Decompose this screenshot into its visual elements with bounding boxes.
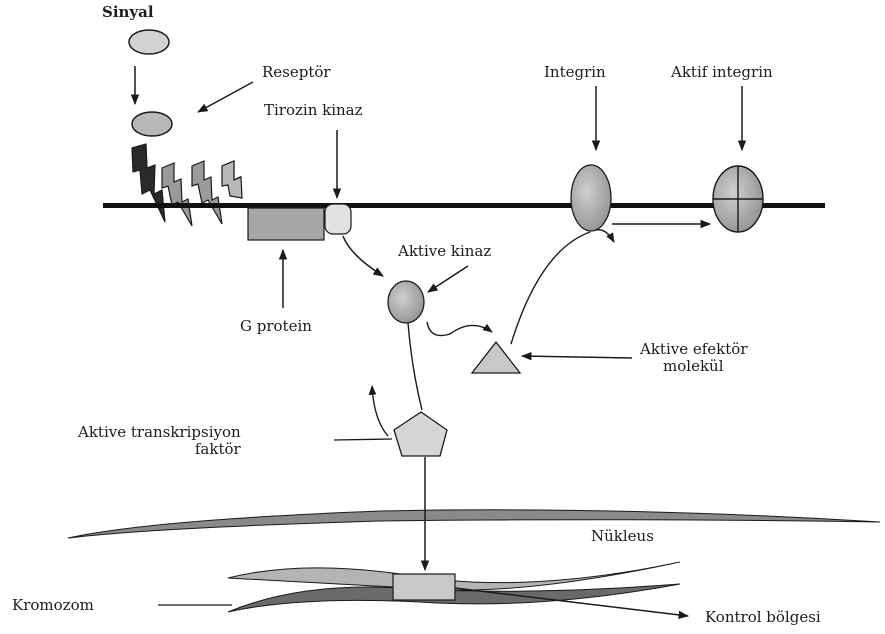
active-kinase-pointer: [428, 266, 468, 292]
g-protein-label: G protein: [240, 318, 312, 335]
tf-activation-arrow: [372, 386, 388, 436]
signal-molecule: [129, 30, 169, 54]
signal-label: Sinyal: [102, 4, 154, 21]
g-protein: [248, 208, 324, 240]
receptor-label: Reseptör: [262, 64, 331, 81]
active-kinase: [388, 281, 424, 323]
active-effector-label-line1: Aktive efektör: [640, 341, 748, 358]
active-integrin: [713, 166, 763, 232]
tyrosine-kinase: [325, 204, 351, 234]
active-effector-molecule: [472, 342, 520, 373]
kinase-to-tf-line: [408, 323, 422, 410]
effector-pointer: [522, 356, 632, 358]
receptor-pointer: [198, 82, 253, 112]
integrin-curl-arrow: [596, 230, 614, 242]
nuclear-envelope: [68, 510, 880, 538]
effector-to-integrin-arrow: [511, 232, 590, 344]
receptor-proteins: [132, 144, 242, 226]
control-region-box: [393, 574, 455, 600]
integrin-label: Integrin: [544, 64, 606, 81]
kinase-to-effector-arrow: [427, 322, 492, 336]
active-tf-label-line1: Aktive transkripsiyon: [78, 424, 241, 441]
tf-label-pointer: [334, 439, 392, 440]
tyrosine-kinase-label: Tirozin kinaz: [264, 102, 363, 119]
chromosome-label: Kromozom: [12, 597, 94, 614]
active-kinase-label: Aktive kinaz: [398, 243, 491, 260]
active-effector-label: Aktive efektör molekül: [640, 341, 748, 374]
kinase-activation-arrow: [343, 236, 383, 276]
active-effector-label-line2: molekül: [640, 358, 748, 375]
integrin: [571, 165, 611, 231]
nucleus-label: Nükleus: [591, 528, 654, 545]
active-integrin-label: Aktif integrin: [671, 64, 773, 81]
active-transcription-factor: [394, 412, 447, 456]
control-region-label: Kontrol bölgesi: [705, 609, 821, 626]
bound-signal-molecule: [132, 112, 172, 136]
active-tf-label-line2: faktör: [78, 441, 241, 458]
active-tf-label: Aktive transkripsiyon faktör: [78, 424, 241, 457]
